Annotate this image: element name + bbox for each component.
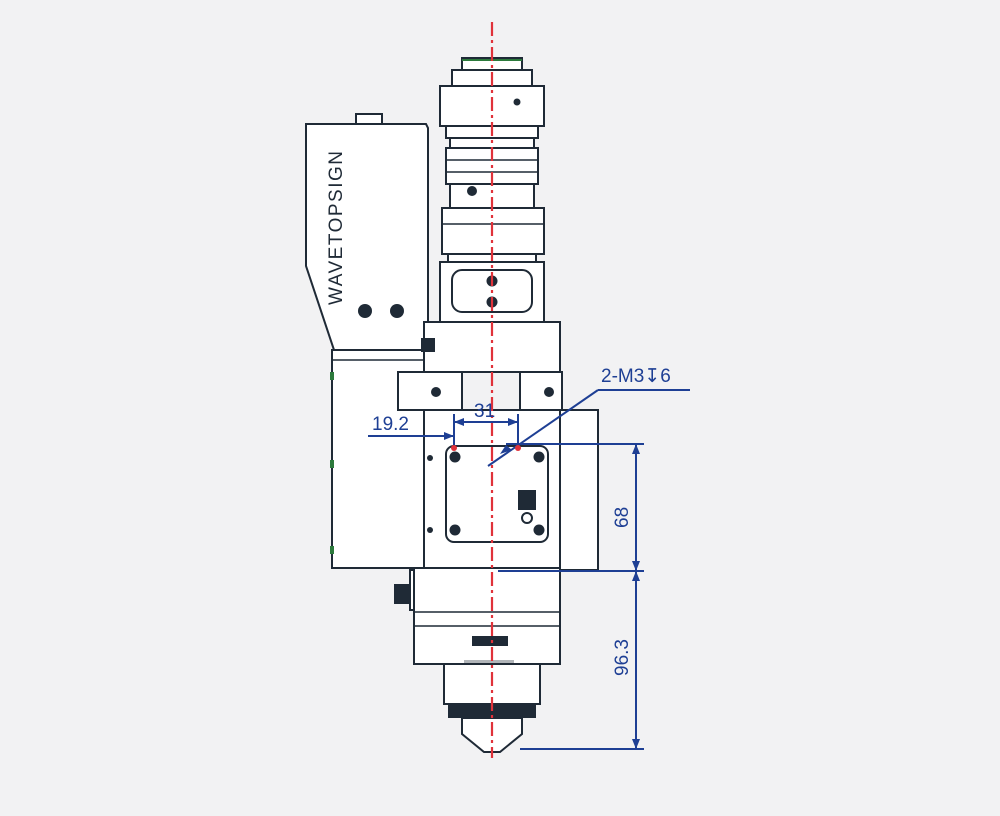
- hole-callout-label: 2-M3↧6: [601, 366, 671, 387]
- hole-spacing-label: 31: [474, 401, 495, 422]
- mount-hole-icon: [449, 451, 461, 463]
- mount-hole-icon: [533, 451, 545, 463]
- mount-hole-icon: [533, 524, 545, 536]
- mount-hole-icon: [449, 524, 461, 536]
- height-lower-label: 96.3: [612, 639, 633, 676]
- screw-icon: [358, 304, 372, 318]
- main-body: [397, 321, 599, 571]
- offset-label: 19.2: [372, 414, 409, 435]
- height-plate-label: 68: [612, 507, 633, 528]
- nozzle-section: [394, 567, 561, 753]
- brand-label: WAVETOPSIGN: [326, 149, 347, 305]
- side-module: WAVETOPSIGN: [305, 113, 431, 569]
- screw-icon: [390, 304, 404, 318]
- dimension-callouts: 2-M3↧6 19.2 31 68 96.3: [368, 366, 690, 750]
